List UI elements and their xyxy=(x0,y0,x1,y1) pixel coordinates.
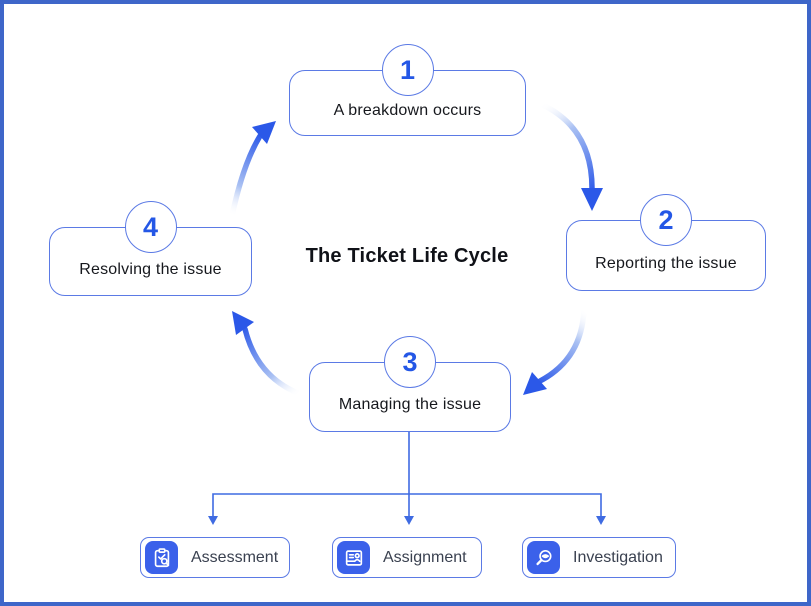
step-node-managing: 3 Managing the issue xyxy=(309,336,511,432)
sub-item-label: Investigation xyxy=(573,548,663,566)
sub-item-label: Assessment xyxy=(191,548,279,566)
step-node-reporting: 2 Reporting the issue xyxy=(566,194,766,291)
arrow-step1-to-step2 xyxy=(538,101,603,211)
sub-item-assessment: Assessment xyxy=(140,537,290,578)
step-label: Reporting the issue xyxy=(595,254,737,272)
step-label: Managing the issue xyxy=(338,396,482,413)
arrow-step2-to-step3 xyxy=(523,306,587,395)
sub-item-assignment: Assignment xyxy=(332,537,482,578)
arrow-step4-to-step1 xyxy=(229,121,276,219)
clipboard-check-search-icon xyxy=(145,541,178,574)
sub-item-investigation: Investigation xyxy=(522,537,676,578)
magnifier-eye-icon xyxy=(527,541,560,574)
tree-connector xyxy=(212,432,602,517)
arrow-step3-to-step4 xyxy=(232,311,303,397)
sub-item-label: Assignment xyxy=(383,548,467,566)
step-number-badge: 2 xyxy=(640,194,692,246)
step-number-badge: 4 xyxy=(124,201,177,253)
step-label: Resolving the issue xyxy=(79,260,222,278)
diagram-title: The Ticket Life Cycle xyxy=(305,245,509,267)
step-node-breakdown: 1 A breakdown occurs xyxy=(289,44,526,136)
step-node-resolving: 4 Resolving the issue xyxy=(49,201,252,296)
step-label: A breakdown occurs xyxy=(333,102,482,119)
step-number-badge: 1 xyxy=(381,44,434,96)
document-person-icon xyxy=(337,541,370,574)
step-number-badge: 3 xyxy=(384,336,436,388)
arrow-layer xyxy=(208,101,606,525)
tree-connector-arrowheads xyxy=(208,516,606,525)
